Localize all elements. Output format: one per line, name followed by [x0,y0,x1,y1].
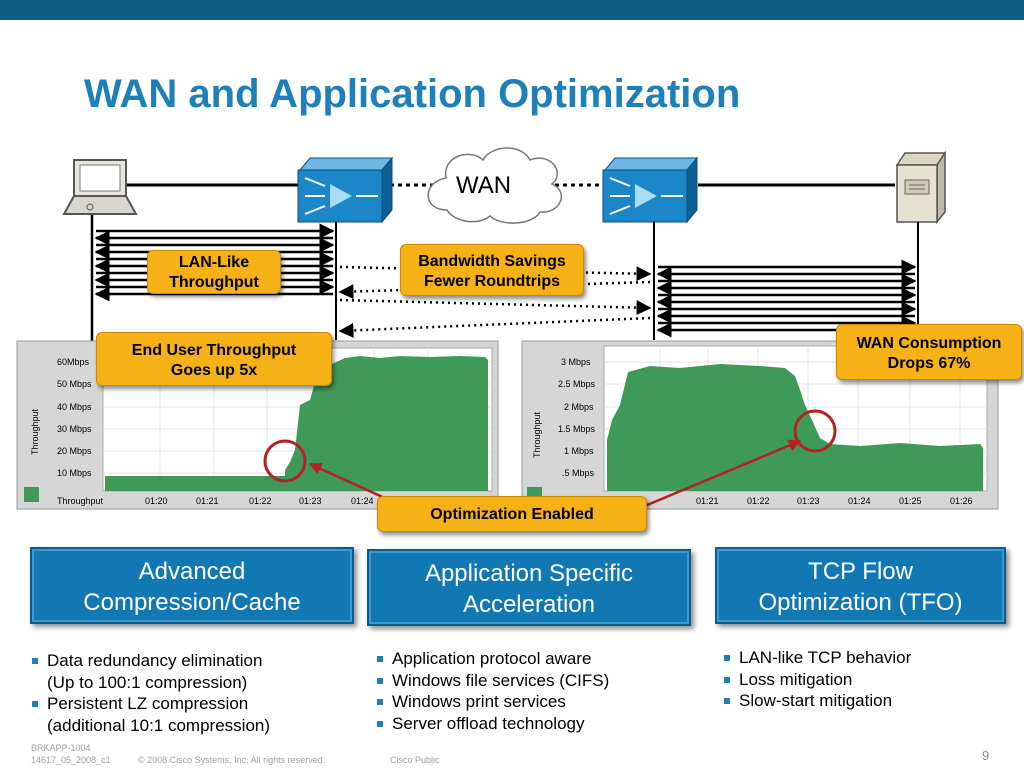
left-xtick-4: 01:24 [351,496,374,506]
wan-consumption-callout: WAN Consumption Drops 67% [836,324,1022,380]
right-xtick-1: 01:22 [747,496,770,506]
right-highlight-circle [793,409,837,453]
end-user-callout: End User Throughput Goes up 5x [96,332,332,386]
left-xtick-2: 01:22 [249,496,272,506]
left-ytick-40: 40 Mbps [57,402,92,412]
tcp-flow-box: TCP Flow Optimization (TFO) [715,547,1006,624]
compression-bullets: Data redundancy elimination (Up to 100:1… [30,650,270,736]
right-xtick-0: 01:21 [696,496,719,506]
right-xtick-5: 01:26 [950,496,973,506]
left-xtick-3: 01:23 [299,496,322,506]
wan-cloud-icon [427,147,563,224]
right-xtick-4: 01:25 [899,496,922,506]
wan-cloud-label: WAN [456,172,512,199]
list-item: Data redundancy elimination [30,650,270,672]
list-item-continuation: (Up to 100:1 compression) [47,672,248,692]
slide-title: WAN and Application Optimization [84,72,741,116]
footer-copyright: © 2008 Cisco Systems, Inc. All rights re… [138,755,326,765]
left-ytick-30: 30 Mbps [57,424,92,434]
left-highlight-circle [263,439,307,483]
list-item: Slow-start mitigation [722,690,911,712]
list-item: Application protocol aware [375,648,609,670]
list-item: Persistent LZ compression [30,693,270,715]
acceleration-bullets: Application protocol aware Windows file … [375,648,609,734]
wan-optimizer-left-icon [297,156,394,224]
left-legend-swatch [24,487,39,502]
wan-optimizer-right-icon [602,156,699,224]
footer-classification: Cisco Public [390,755,440,765]
right-ytick-0-5: .5 Mbps [562,468,595,478]
right-xtick-2: 01:23 [797,496,820,506]
optimization-callout: Optimization Enabled [377,496,647,532]
tcp-bullets: LAN-like TCP behavior Loss mitigation Sl… [722,647,911,712]
right-ytick-2-5: 2.5 Mbps [558,379,596,389]
right-ytick-2: 2 Mbps [564,402,594,412]
list-item-continuation: (additional 10:1 compression) [47,715,271,735]
compression-cache-box: Advanced Compression/Cache [30,547,354,624]
left-legend-label: Throughput [57,496,104,506]
footer-code: BRKAPP-1004 [31,743,91,753]
left-ylabel: Throughput [30,408,40,455]
left-ytick-10: 10 Mbps [57,468,92,478]
right-ylabel: Throughput [532,411,542,458]
footer-doc: 14617_05_2008_c1 [31,755,111,765]
list-item: LAN-like TCP behavior [722,647,911,669]
network-diagram: 60Mbps 50 Mbps 40 Mbps 30 Mbps 20 Mbps 1… [16,147,999,510]
lan-like-callout: LAN-Like Throughput [147,250,281,294]
list-item: Windows print services [375,691,609,713]
server-icon [895,150,947,225]
left-ytick-20: 20 Mbps [57,446,92,456]
left-ytick-60: 60Mbps [57,357,90,367]
page-number: 9 [982,748,990,763]
app-acceleration-box: Application Specific Acceleration [367,549,691,626]
right-ytick-1-5: 1.5 Mbps [558,424,596,434]
laptop-icon [62,159,138,215]
right-ytick-1: 1 Mbps [564,446,594,456]
bandwidth-callout: Bandwidth Savings Fewer Roundtrips [400,244,584,296]
left-xtick-0: 01:20 [145,496,168,506]
right-ytick-3: 3 Mbps [561,357,591,367]
left-ytick-50: 50 Mbps [57,379,92,389]
left-xtick-1: 01:21 [196,496,219,506]
list-item: Windows file services (CIFS) [375,670,609,692]
list-item: Server offload technology [375,713,609,735]
list-item: Loss mitigation [722,669,911,691]
right-xtick-3: 01:24 [848,496,871,506]
top-bar [0,0,1024,20]
